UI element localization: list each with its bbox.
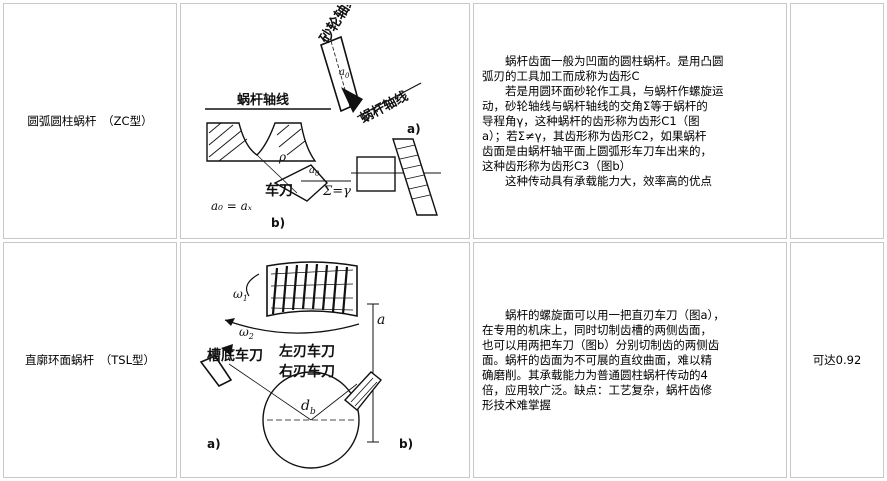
zc-worm-figure: 砂轮轴线 蜗杆轴线 a0 蜗杆轴线 a) <box>181 5 469 237</box>
table-row-zc: 圆弧圆柱蜗杆 （ZC型） 砂轮轴线 蜗杆轴线 a0 <box>3 3 884 239</box>
desc-line: 齿面是由蜗杆轴平面上圆弧形车刀车出来的， <box>482 143 712 158</box>
lathe-tool <box>273 164 328 202</box>
description-cell: 蜗杆齿面一般为凹面的圆柱蜗杆。是用凸圆 弧刃的工具加工而成称为齿形C 若是用圆环… <box>473 3 787 239</box>
fig-b-label: b) <box>271 216 285 230</box>
desc-line: 蜗杆的螺旋面可以用一把直刃车刀（图a）， <box>505 307 725 322</box>
worm-body <box>206 122 317 162</box>
desc-line: 这种齿形称为齿形C3（图b） <box>482 158 632 173</box>
omega2-arrow <box>225 318 235 326</box>
slot-tool-line <box>228 363 312 421</box>
desc-line: 若是用圆环面砂轮作工具，与蜗杆作螺旋运 <box>505 83 724 98</box>
tool-label: 车刀 <box>265 182 293 199</box>
omega1-arc <box>246 273 260 297</box>
desc-line: 蜗杆齿面一般为凹面的圆柱蜗杆。是用凸圆 <box>505 53 724 68</box>
tsl-description: 蜗杆的螺旋面可以用一把直刃车刀（图a）， 在专用的机床上，同时切制齿槽的两侧齿面… <box>482 308 778 413</box>
omega1-label: ω1 <box>233 287 248 303</box>
worm-type-name-cell: 圆弧圆柱蜗杆 （ZC型） <box>3 3 177 239</box>
worm-type-name: 圆弧圆柱蜗杆 （ZC型） <box>27 114 153 128</box>
right-tool-label: 右刃车刀 <box>278 363 335 380</box>
formula-label: a₀ = aₓ <box>211 199 253 213</box>
worm-rect <box>356 156 396 192</box>
desc-line: 导程角γ，这种蜗杆的齿形称为齿形C1（图 <box>482 113 700 128</box>
sigma-label: Σ=γ <box>322 184 351 199</box>
desc-line: 也可以用两把车刀（图b）分别切制齿的两侧齿 <box>482 337 720 352</box>
base-circle <box>262 371 360 469</box>
right-tool-line <box>310 383 358 421</box>
desc-line: 确磨削。其承载能力为普通圆柱蜗杆传动的4 <box>482 367 708 382</box>
worm-axis-diag <box>356 82 422 118</box>
desc-line: 这种传动具有承载能力大，效率高的优点 <box>505 173 712 188</box>
desc-line: 在专用的机床上，同时切制齿槽的两侧齿面， <box>482 322 712 337</box>
slot-tool <box>199 344 233 388</box>
table-row-tsl: 直廓环面蜗杆 （TSL型） <box>3 242 884 478</box>
efficiency-cell: 可达0.92 <box>790 242 884 478</box>
desc-line: a）；若Σ≠γ，其齿形称为齿形C2，如果蜗杆 <box>482 128 707 143</box>
worm-axis-label-top: 蜗杆轴线 <box>237 92 289 108</box>
grinding-tip <box>341 87 363 113</box>
fig-b-label: b) <box>399 437 413 451</box>
fig-a-label: a) <box>407 122 421 136</box>
worm-type-name-cell: 直廓环面蜗杆 （TSL型） <box>3 242 177 478</box>
hourglass-worm <box>266 261 358 318</box>
slot-tool-label: 槽底车刀 <box>207 347 263 364</box>
fig-a-label: a) <box>207 437 221 451</box>
left-tool-label: 左刃车刀 <box>278 343 335 360</box>
desc-line: 动，砂轮轴线与蜗杆轴线的交角Σ等于蜗杆的 <box>482 98 708 113</box>
efficiency-value: 可达0.92 <box>812 353 862 367</box>
right-tool <box>343 371 382 411</box>
worm-type-name: 直廓环面蜗杆 （TSL型） <box>25 353 155 367</box>
grinding-wheel-b <box>392 138 438 216</box>
tsl-worm-figure: ω1 ω2 a db <box>181 244 469 476</box>
rho-line <box>256 154 298 194</box>
figure-cell: 砂轮轴线 蜗杆轴线 a0 蜗杆轴线 a) <box>180 3 470 239</box>
rho-label: ρ <box>278 150 286 164</box>
description-cell: 蜗杆的螺旋面可以用一把直刃车刀（图a）， 在专用的机床上，同时切制齿槽的两侧齿面… <box>473 242 787 478</box>
a0-label: a0 <box>339 67 350 80</box>
tsl-diagram: ω1 ω2 a db <box>199 261 413 469</box>
a-dim-label: a <box>377 312 385 328</box>
omega2-label: ω2 <box>239 325 254 341</box>
figure-cell: ω1 ω2 a db <box>180 242 470 478</box>
desc-line: 弧刃的工具加工而成称为齿形C <box>482 68 640 83</box>
zc-description: 蜗杆齿面一般为凹面的圆柱蜗杆。是用凸圆 弧刃的工具加工而成称为齿形C 若是用圆环… <box>482 54 778 189</box>
efficiency-cell <box>790 3 884 239</box>
db-label: db <box>301 398 316 417</box>
a0-b-label: a0 <box>309 165 320 178</box>
omega2-arc <box>224 319 360 334</box>
desc-line: 倍，应用较广泛。缺点：工艺复杂，蜗杆齿修 <box>482 382 712 397</box>
zc-diagram: 砂轮轴线 蜗杆轴线 a0 蜗杆轴线 a) <box>205 5 441 230</box>
desc-line: 面。蜗杆的齿面为不可展的直纹曲面，难以精 <box>482 352 712 367</box>
worm-axis-label: 蜗杆轴线 <box>357 88 410 127</box>
desc-line: 形技术难掌握 <box>482 397 551 412</box>
